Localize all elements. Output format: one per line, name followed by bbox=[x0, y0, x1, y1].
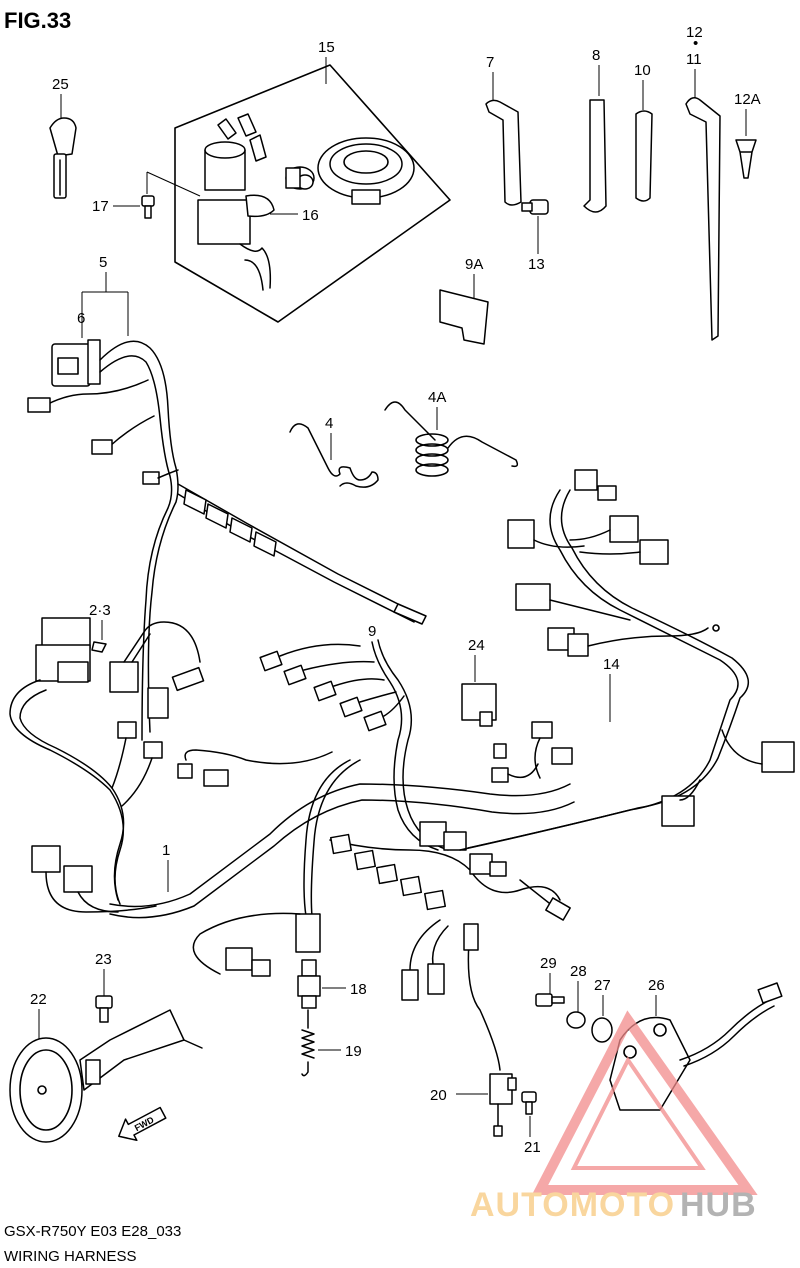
part-27-grommet bbox=[591, 1017, 613, 1043]
part-1-main-harness bbox=[9, 617, 575, 919]
callout-5: 5 bbox=[99, 254, 107, 271]
callout-9: 9 bbox=[368, 623, 376, 640]
callout-25: 25 bbox=[52, 76, 69, 93]
part-15-box bbox=[174, 64, 451, 323]
callout-14: 14 bbox=[603, 656, 620, 673]
part-13-bolt bbox=[521, 199, 549, 215]
watermark-text-2: HUB bbox=[680, 1186, 757, 1224]
part-19-spring bbox=[301, 1009, 315, 1077]
watermark-text-1: AUTOMOTO bbox=[470, 1186, 675, 1224]
part-17-bolt bbox=[141, 195, 155, 219]
part-24-relay bbox=[461, 683, 497, 727]
callout-17: 17 bbox=[92, 198, 109, 215]
callout-1: 1 bbox=[162, 842, 170, 859]
part-25-key bbox=[49, 117, 77, 199]
part-12a-clip bbox=[735, 139, 757, 179]
callout-15: 15 bbox=[318, 39, 335, 56]
callout-18: 18 bbox=[350, 981, 367, 998]
part-29-bolt bbox=[535, 993, 565, 1007]
callout-7: 7 bbox=[486, 54, 494, 71]
part-26-switch-assembly bbox=[609, 982, 783, 1111]
part-10-band bbox=[635, 110, 653, 202]
callout-9a: 9A bbox=[465, 256, 483, 273]
callout-12a: 12A bbox=[734, 91, 761, 108]
callout-19: 19 bbox=[345, 1043, 362, 1060]
callout-23: 2·3 bbox=[89, 602, 111, 619]
fwd-arrow: FWD bbox=[118, 1106, 167, 1142]
callout-28: 28 bbox=[570, 963, 587, 980]
callout-26: 26 bbox=[648, 977, 665, 994]
callout-27: 27 bbox=[594, 977, 611, 994]
callout-16: 16 bbox=[302, 207, 319, 224]
part-4-spring bbox=[289, 423, 379, 488]
part-4a-coil-spring bbox=[384, 401, 519, 477]
callout-12: 12 bbox=[686, 24, 703, 41]
callout-11: 11 bbox=[686, 51, 702, 68]
callout-23b: 23 bbox=[95, 951, 112, 968]
part-9a-pad bbox=[439, 289, 489, 345]
part-14-sub-harness bbox=[459, 469, 795, 851]
part-22-horn bbox=[9, 1009, 203, 1143]
part-9-sub-harness bbox=[259, 639, 467, 851]
part-23-bolt bbox=[95, 995, 113, 1023]
callout-22: 22 bbox=[30, 991, 47, 1008]
callout-8: 8 bbox=[592, 47, 600, 64]
part-lock-cylinder bbox=[285, 166, 315, 190]
part-7-bracket bbox=[485, 99, 522, 206]
callout-24: 24 bbox=[468, 637, 485, 654]
callout-10: 10 bbox=[634, 62, 651, 79]
part-20-sensor bbox=[489, 1073, 517, 1137]
part-lower-harness bbox=[192, 759, 571, 1071]
part-11-cable-tie bbox=[685, 97, 721, 341]
part-28-washer bbox=[566, 1011, 586, 1029]
model-code: GSX-R750Y E03 E28_033 bbox=[4, 1223, 181, 1240]
callout-29: 29 bbox=[540, 955, 557, 972]
part-5-harness bbox=[27, 340, 427, 741]
svg-text:•: • bbox=[693, 35, 698, 52]
callout-4a: 4A bbox=[428, 389, 446, 406]
callout-6: 6 bbox=[77, 310, 85, 327]
part-6-connector bbox=[51, 339, 101, 387]
callout-4: 4 bbox=[325, 415, 333, 432]
figure-label: FIG.33 bbox=[4, 8, 71, 33]
part-fuel-cap bbox=[317, 137, 415, 205]
callout-20: 20 bbox=[430, 1087, 447, 1104]
part-21-screw bbox=[521, 1091, 537, 1115]
watermark: AUTOMOTO HUB bbox=[470, 1010, 758, 1224]
section-title: WIRING HARNESS bbox=[4, 1248, 137, 1265]
callout-13: 13 bbox=[528, 256, 545, 273]
part-8-clamp bbox=[583, 99, 607, 213]
part-16-ignition-switch bbox=[197, 113, 275, 291]
callout-21: 21 bbox=[524, 1139, 541, 1156]
part-18-switch bbox=[297, 959, 321, 1009]
